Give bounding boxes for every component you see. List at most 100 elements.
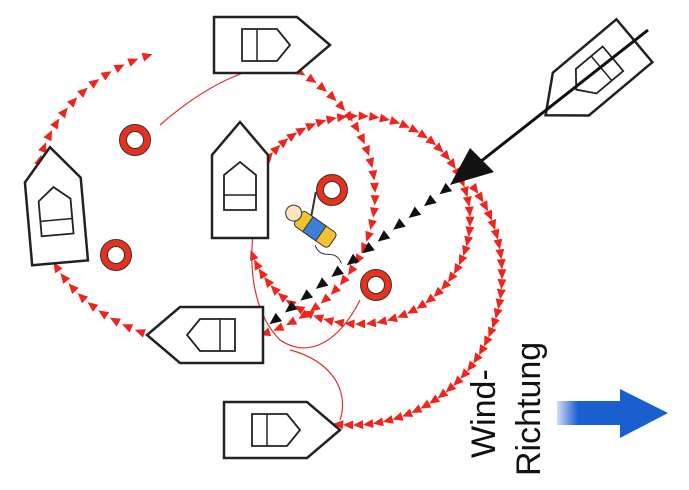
track-marker xyxy=(127,58,139,67)
track-marker xyxy=(305,73,317,84)
track-marker xyxy=(441,279,452,290)
track-marker xyxy=(344,319,355,329)
track-marker xyxy=(286,132,298,142)
track-marker xyxy=(386,313,398,323)
track-marker xyxy=(368,219,378,230)
track-marker xyxy=(460,185,469,198)
track-marker xyxy=(350,121,360,133)
track-marker xyxy=(365,230,374,242)
track-marker xyxy=(408,206,422,218)
track-marker xyxy=(270,285,281,296)
track-marker xyxy=(66,97,78,108)
wind-label-line1: Wind- xyxy=(465,369,503,458)
track-marker xyxy=(433,286,445,298)
track-marker xyxy=(277,138,289,149)
track-marker xyxy=(365,318,377,328)
track-marker xyxy=(497,279,507,290)
track-marker xyxy=(141,52,153,62)
track-marker xyxy=(264,277,275,288)
track-marker xyxy=(483,335,493,347)
course-line xyxy=(251,219,361,349)
track-marker xyxy=(377,230,391,242)
track-marker xyxy=(254,259,263,271)
track-marker xyxy=(134,329,146,338)
course-line xyxy=(289,349,344,421)
track-marker xyxy=(446,158,456,170)
track-marker xyxy=(300,289,314,301)
track-marker xyxy=(333,318,345,328)
boat-icon xyxy=(23,145,90,267)
track-marker xyxy=(417,129,429,139)
lifebuoy-icon xyxy=(360,269,392,301)
track-marker xyxy=(326,90,337,102)
track-marker xyxy=(298,309,310,319)
track-marker xyxy=(491,317,500,329)
track-marker xyxy=(488,326,497,338)
track-marker xyxy=(440,149,451,161)
track-marker xyxy=(460,368,471,379)
track-marker xyxy=(294,305,306,315)
track-marker xyxy=(284,301,298,313)
track-marker xyxy=(416,299,428,309)
track-marker xyxy=(347,264,358,276)
lifebuoy-icon xyxy=(119,124,151,156)
track-marker xyxy=(462,245,471,257)
track-marker xyxy=(425,135,437,146)
track-marker xyxy=(38,142,47,154)
track-marker xyxy=(77,293,89,304)
track-marker xyxy=(356,133,365,145)
track-marker xyxy=(362,241,375,254)
track-marker xyxy=(273,322,285,331)
track-marker xyxy=(495,248,505,260)
track-marker xyxy=(109,317,121,327)
track-marker xyxy=(424,194,437,207)
track-marker xyxy=(365,157,375,169)
lifebuoy-icon xyxy=(316,174,348,206)
track-marker xyxy=(113,64,125,74)
track-marker xyxy=(362,419,374,429)
boats xyxy=(23,15,655,460)
track-marker xyxy=(320,293,332,304)
track-marker xyxy=(269,312,283,325)
track-marker xyxy=(495,298,505,310)
track-marker xyxy=(408,123,420,133)
track-marker xyxy=(473,352,483,364)
track-marker xyxy=(372,417,384,427)
track-marker xyxy=(88,78,100,89)
track-marker xyxy=(53,262,63,274)
track-marker xyxy=(57,107,68,119)
track-marker xyxy=(479,200,488,212)
track-marker xyxy=(437,388,449,399)
track-marker xyxy=(60,273,71,284)
track-marker xyxy=(43,130,53,142)
track-marker xyxy=(315,119,327,128)
track-marker xyxy=(459,254,468,266)
track-marker xyxy=(497,269,507,280)
approach-arrow-icon xyxy=(450,28,649,185)
wind-arrow-icon xyxy=(557,389,668,438)
track-marker xyxy=(465,216,475,227)
track-marker xyxy=(447,271,458,283)
track-marker xyxy=(490,228,500,240)
track-marker xyxy=(389,116,401,125)
track-marker xyxy=(397,309,409,318)
track-marker xyxy=(361,145,370,157)
track-marker xyxy=(295,127,307,137)
track-marker xyxy=(305,123,317,132)
track-marker xyxy=(316,81,327,92)
track-marker xyxy=(368,112,380,121)
track-marker xyxy=(478,344,488,356)
track-marker xyxy=(402,408,414,417)
track-marker xyxy=(347,111,359,121)
track-marker xyxy=(330,284,342,295)
track-marker xyxy=(483,209,492,221)
track-marker xyxy=(425,293,437,304)
track-marker xyxy=(429,394,441,404)
track-marker xyxy=(393,218,406,230)
track-marker xyxy=(487,218,497,231)
track-marker xyxy=(269,144,281,156)
track-marker xyxy=(398,119,410,128)
lifebuoys xyxy=(100,124,392,301)
